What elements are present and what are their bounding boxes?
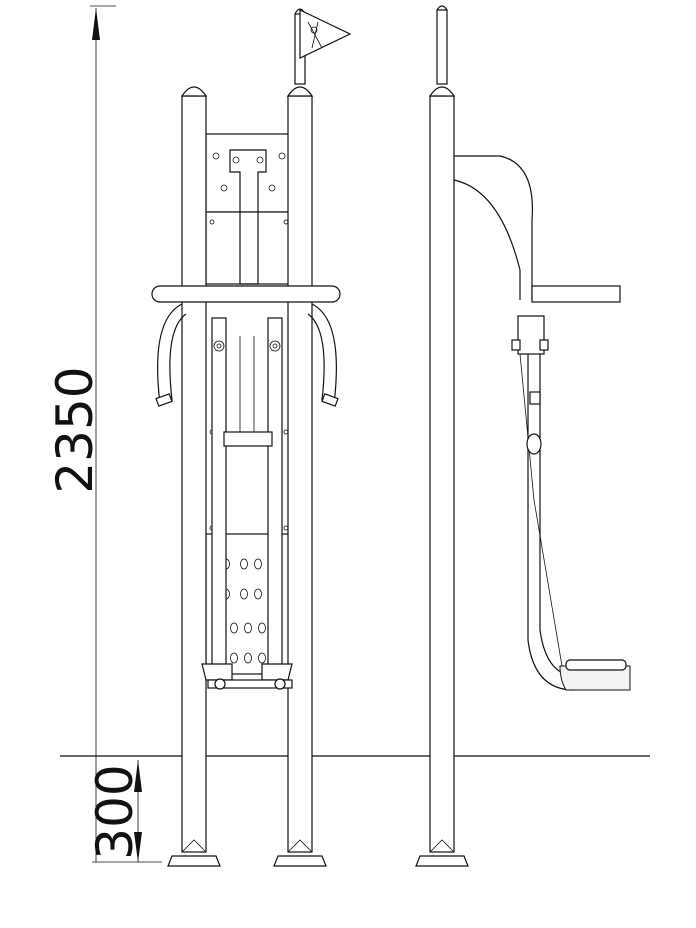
side-pedal	[559, 665, 631, 691]
side-handle-bar	[531, 285, 621, 303]
front-handle-bar	[151, 285, 341, 303]
gym-flag-logo-icon	[299, 9, 352, 59]
dimension-label-2350: 2350	[46, 366, 104, 493]
side-post	[429, 95, 455, 853]
front-right-baseplate	[273, 855, 327, 867]
front-left-post	[181, 95, 207, 853]
right-swing-arm	[267, 317, 283, 669]
dimension-total-height: 2350	[46, 5, 116, 862]
side-view	[415, 5, 631, 867]
dimension-underground-depth: 300	[86, 760, 162, 863]
front-left-baseplate	[167, 855, 221, 867]
footplate-holes	[222, 558, 276, 664]
left-swing-arm	[211, 317, 227, 669]
dimension-label-300: 300	[86, 764, 144, 859]
front-view	[151, 8, 352, 867]
side-baseplate	[415, 855, 469, 867]
front-right-post	[287, 95, 313, 853]
